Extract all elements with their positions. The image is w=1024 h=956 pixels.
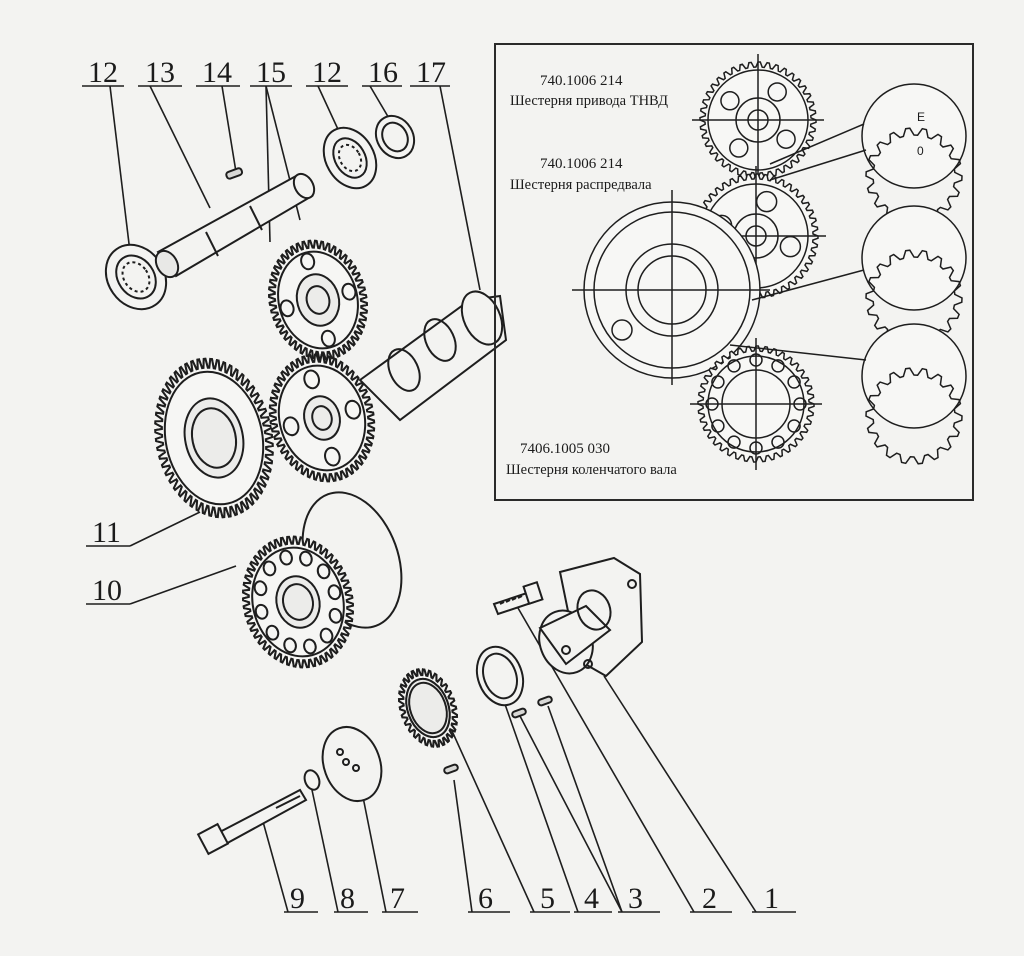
callout-14: 14 [202, 56, 232, 89]
bolt-9 [196, 788, 308, 856]
bracket-1 [538, 556, 644, 678]
callout-15: 15 [256, 56, 286, 89]
crank-gear-caption: Шестерня коленчатого вала [506, 462, 677, 478]
cam-gear-caption: Шестерня распредвала [510, 177, 652, 193]
key-14 [225, 167, 244, 180]
callout-12-left: 12 [88, 56, 118, 89]
gear-11 [154, 357, 274, 519]
callout-4: 4 [584, 882, 599, 915]
bushing-16 [374, 114, 416, 160]
callout-3: 3 [628, 882, 643, 915]
timing-mark-0: 0 [917, 144, 924, 158]
washer-7 [321, 726, 383, 802]
gear-5 [397, 668, 459, 748]
callout-11: 11 [92, 516, 121, 549]
callout-12-right: 12 [312, 56, 342, 89]
timing-mark-e: E [917, 110, 926, 124]
inset-drawing [572, 54, 967, 470]
gear-15-upper [268, 239, 368, 361]
callout-6: 6 [478, 882, 493, 915]
callout-1: 1 [764, 882, 779, 915]
leader-lines-left [86, 511, 237, 605]
tnvd-gear-part-number: 740.1006 214 [540, 73, 623, 89]
callout-2: 2 [702, 882, 717, 915]
bolt-2 [492, 581, 544, 616]
timing-marks-inset [494, 43, 974, 501]
pin-6 [443, 763, 459, 775]
idler-shaft-13 [154, 172, 316, 279]
callout-16: 16 [368, 56, 398, 89]
bearing-12-right [322, 126, 378, 190]
leader-lines-bottom [261, 607, 796, 913]
callout-8: 8 [340, 882, 355, 915]
callout-5: 5 [540, 882, 555, 915]
lock-washer-8 [303, 769, 321, 791]
tnvd-gear-caption: Шестерня привода ТНВД [510, 93, 669, 109]
callout-9: 9 [290, 882, 305, 915]
gear-15-lower [268, 353, 376, 483]
gear-10 [242, 491, 403, 669]
crank-gear-part-number: 7406.1005 030 [520, 441, 610, 457]
leader-lines-top [82, 85, 481, 291]
camshaft-17 [358, 290, 508, 422]
callout-10: 10 [92, 574, 122, 607]
callout-13: 13 [145, 56, 175, 89]
callout-17: 17 [416, 56, 446, 89]
pins-3 [511, 695, 553, 719]
callout-7: 7 [390, 882, 405, 915]
cam-gear-part-number: 740.1006 214 [540, 156, 623, 172]
ring-4 [475, 645, 525, 707]
